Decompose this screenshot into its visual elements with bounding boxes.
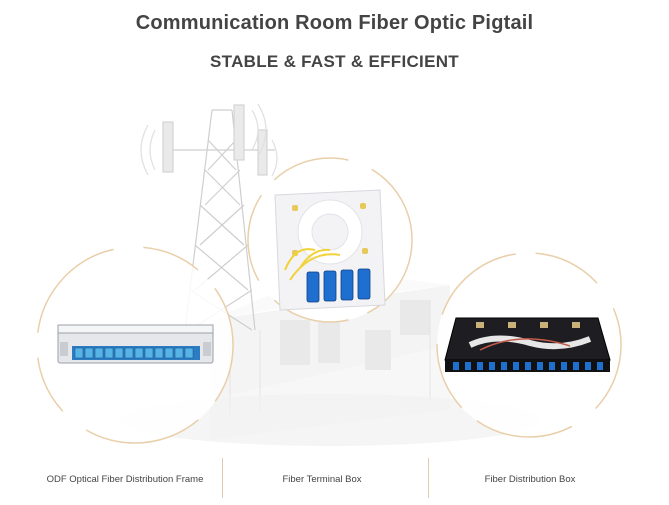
odf-frame-circle (36, 246, 234, 444)
caption-terminal-box: Fiber Terminal Box (282, 474, 362, 485)
illustration (36, 103, 622, 444)
terminal-box-circle (247, 157, 413, 323)
terminal-box-icon (274, 189, 386, 311)
distribution-box-circle (436, 252, 622, 438)
odf-frame-icon (57, 324, 214, 364)
caption-divider (428, 458, 429, 498)
caption-distribution-box: Fiber Distribution Box (484, 474, 576, 485)
distribution-box-icon (444, 317, 611, 372)
page-subtitle: STABLE & FAST & EFFICIENT (210, 52, 459, 71)
caption-divider (222, 458, 223, 498)
caption-odf-frame: ODF Optical Fiber Distribution Frame (46, 474, 204, 485)
page-title: Communication Room Fiber Optic Pigtail (135, 12, 534, 34)
